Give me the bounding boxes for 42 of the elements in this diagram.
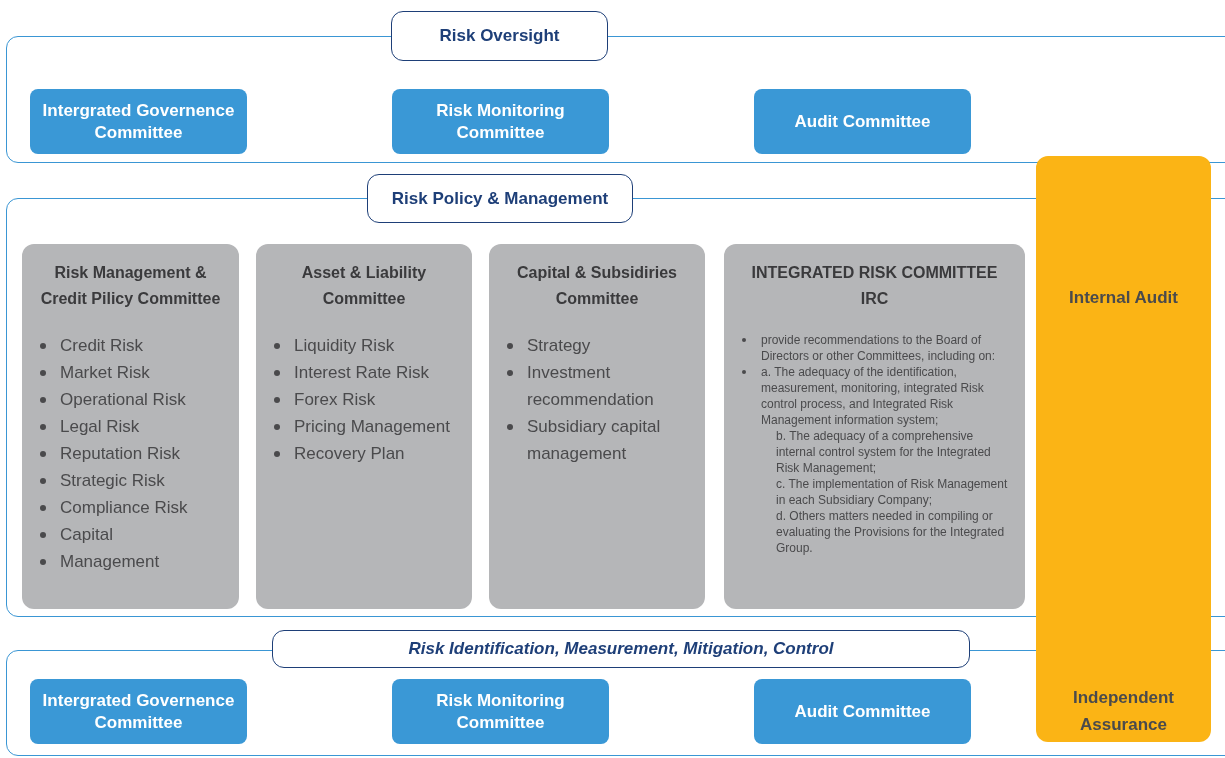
bar-heading: Internal Audit <box>1069 287 1178 309</box>
list-item: Market Risk <box>34 359 227 386</box>
committee-card <box>724 244 1025 609</box>
list-item: b. The adequacy of a comprehensive internal control system for the Integrated Risk Management; <box>775 428 992 476</box>
committee-card <box>489 244 705 609</box>
list-item: d. Others matters needed in compiling or evaluating the Provisions for the Integrated Group. <box>775 508 1006 556</box>
list-item: Strategy <box>501 332 693 359</box>
list-item: Recovery Plan <box>268 440 460 467</box>
card-heading: Capital & Subsidiries Committee <box>515 263 678 309</box>
list-item: Investment recommendation <box>501 359 693 413</box>
list-item: Liquidity Risk <box>268 332 460 359</box>
card-heading: Asset & Liability Committee <box>300 263 428 309</box>
section-heading: Risk Identification, Measurement, Mitigation, Control <box>272 630 970 668</box>
list-item: c. The implementation of Risk Management in each Subsidiary Company; <box>775 476 1009 508</box>
committee-box: Audit Committee <box>754 89 971 154</box>
committee-box: Risk Monitoring Committee <box>392 89 609 154</box>
audit-bar <box>1036 156 1211 742</box>
committee-box: Risk Monitoring Committee <box>392 679 609 744</box>
committee-box: Intergrated Governence Committee <box>30 679 247 744</box>
list-item: Interest Rate Risk <box>268 359 460 386</box>
list-item: Reputation Risk <box>34 440 227 467</box>
committee-box: Audit Committee <box>754 679 971 744</box>
list-item: Strategic Risk <box>34 467 227 494</box>
list-item: Management <box>34 548 227 575</box>
section-heading: Risk Policy & Management <box>367 174 633 223</box>
list-item: Compliance Risk <box>34 494 227 521</box>
list-item: Pricing Management <box>268 413 460 440</box>
list-item: Operational Risk <box>34 386 227 413</box>
committee-box: Intergrated Governence Committee <box>30 89 247 154</box>
list-item: Subsidiary capital management <box>501 413 693 467</box>
bar-footer: Independent Assurance <box>1036 684 1211 738</box>
committee-card <box>256 244 472 609</box>
list-item: provide recommendations to the Board of Directors or other Committees, including on: <box>736 332 1013 364</box>
list-item: Forex Risk <box>268 386 460 413</box>
list-item: Legal Risk <box>34 413 227 440</box>
list-item: Capital <box>34 521 227 548</box>
card-heading: Risk Management & Credit Pilicy Committee <box>39 263 222 309</box>
section-heading: Risk Oversight <box>391 11 608 61</box>
list-item: Credit Risk <box>34 332 227 359</box>
list-item: a. The adequacy of the identification, measurement, monitoring, integrated Risk control process, and Integrated Risk Management information system; <box>736 364 1013 428</box>
committee-card <box>22 244 239 609</box>
card-heading: INTEGRATED RISK COMMITTEE IRC <box>750 263 999 309</box>
